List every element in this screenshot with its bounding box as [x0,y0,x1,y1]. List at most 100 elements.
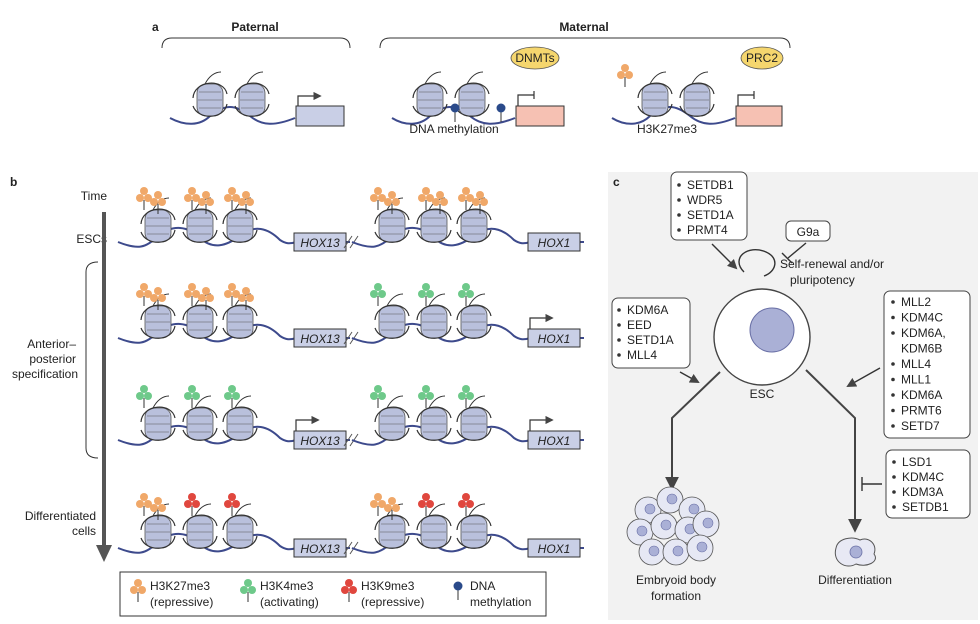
hox13-gene-box [293,232,347,252]
h3k4me3-mark-icon [369,282,387,307]
differentiation-label: Differentiation [818,573,892,587]
h3k27me3-mark-icon [223,282,241,307]
transcription-arrow-icon [529,313,554,329]
h3k4me3-mark-icon [457,384,475,409]
embryoid-cell-nucleus [696,541,708,553]
maternal-gene-box-methylated [515,105,565,127]
regulator-name: KDM4C [902,470,944,484]
panel-b: b Time ESCs Anterior– posterior specific… [10,175,584,562]
g9a-inhibition-line [787,242,807,259]
legend-item: H3K27me3(repressive) [129,578,213,609]
histone-tail-icon [386,293,404,307]
hox1-gene-box [527,232,581,252]
h3k27me3-mark-icon [135,186,153,211]
hox1-gene-box [527,538,581,558]
paternal-label: Paternal [231,20,278,34]
h3k4me3-mark-icon [183,384,201,409]
h3k27me3-mark-icon [183,186,201,211]
legend-sublabel: (activating) [260,595,319,609]
esc-nucleus [749,307,795,353]
right-regulator-box [883,290,971,439]
h3k9me3-mark-icon [183,492,201,517]
transcription-arrow-icon [295,415,320,431]
left-regulator-box [611,297,691,369]
g9a-label: G9a [797,225,820,239]
methyl-group-icon [450,103,460,113]
maternal-label: Maternal [559,20,608,34]
nucleosome-icon [374,406,410,441]
list-bullet [891,424,895,428]
h3k27me3-mark-icon [135,282,153,307]
list-bullet [891,362,895,366]
h3k4me3-mark-icon [417,282,435,307]
h3k27me3-label: H3K27me3 [637,122,697,136]
h3k9me3-mark-icon [457,492,475,517]
transcription-arrow-icon [529,415,554,431]
legend-box [119,571,547,617]
h3k4me3-mark-icon [417,384,435,409]
legend-label: H3K27me3 [150,579,210,593]
maternal-h3k27me3: PRC2 H3K27me3 [611,46,784,136]
dnmts-badge [510,46,560,70]
hox13-gene-box [293,538,347,558]
ap-label-line2: posterior [29,352,76,366]
hox13-gene-box [293,430,347,450]
maternal-gene-box-prc2 [735,105,783,127]
legend-methyl-icon [453,581,463,591]
maternal-dna-methylation: DNMTs DNA methylation [391,46,565,136]
nucleosome-icon [222,304,258,339]
embryoid-cell-nucleus [672,545,684,557]
right-regulator-list: MLL2KDM4CKDM6A,KDM6BMLL4MLL1KDM6APRMT6SE… [891,295,946,433]
active-transcription-arrow [297,91,322,106]
legend-sublabel: (repressive) [361,595,424,609]
regulator-name: KDM6A [627,303,668,317]
nucleosome-icon [456,406,492,441]
legend-item: H3K9me3(repressive) [340,578,424,609]
nucleosome-icon [374,208,410,243]
methyl-group-icon [496,103,506,113]
hox1-gene-box [527,328,581,348]
hox1-gene-box [527,430,581,450]
list-bullet [677,183,681,187]
ap-label-line3: specification [12,367,78,381]
regulator-name: KDM6A, [901,326,946,340]
hox13-gene-label: HOX13 [300,332,340,346]
regulator-name: MLL4 [901,357,931,371]
legend-label: H3K4me3 [260,579,314,593]
nucleosome-icon [416,406,452,441]
legend-items: H3K27me3(repressive)H3K4me3(activating)H… [129,578,531,609]
hox1-gene-label: HOX1 [538,434,571,448]
h3k4me3-mark-icon [223,384,241,409]
maternal-bracket [379,37,791,49]
panel-b-label: b [10,175,17,189]
legend: H3K27me3(repressive)H3K4me3(activating)H… [119,571,547,617]
h3k27me3-mark-icon [457,186,475,211]
prc2-badge [740,46,784,70]
repressed-promoter-icon [517,91,535,106]
g9a-inhibition-bar [781,252,793,264]
nucleosome-icon [456,514,492,549]
h3k27me3-mark-icon [223,186,241,211]
nucleosome-icon [222,514,258,549]
prc2-label: PRC2 [746,51,778,65]
histone-tail-icon [152,395,170,409]
nucleosome-icon [416,514,452,549]
regulator-name: EED [627,318,652,332]
lower-right-regulator-box [885,449,971,519]
right-regulator-arrow [846,367,881,387]
self-renewal-line2: pluripotency [790,273,855,287]
left-regulator-arrow [679,371,700,383]
h3k27me3-mark-icon [417,186,435,211]
list-bullet [891,393,895,397]
h3k27me3-mark-icon [135,492,153,517]
time-label: Time [81,189,108,203]
list-bullet [892,505,896,509]
legend-sublabel: methylation [470,595,531,609]
